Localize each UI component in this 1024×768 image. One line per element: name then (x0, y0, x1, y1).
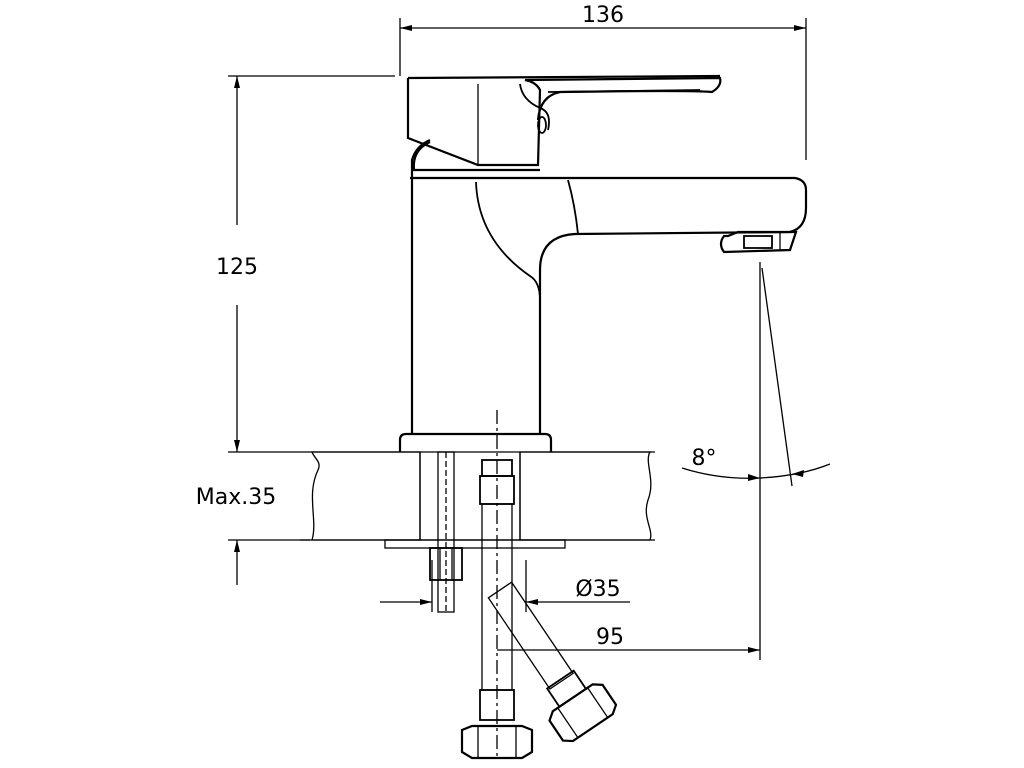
height-dimension: 125 (216, 75, 395, 453)
width-dimension: 136 (399, 3, 807, 160)
hole-diameter-label: Ø35 (575, 577, 620, 602)
faucet-body (398, 138, 808, 452)
reach-label: 95 (596, 625, 624, 650)
supply-hoses (460, 459, 618, 760)
max-thickness-dimension: Max.35 (196, 485, 310, 585)
hole-diameter-dimension: Ø35 (380, 560, 630, 612)
height-label: 125 (216, 255, 258, 280)
reach-dimension: 95 (497, 262, 761, 660)
angle-label: 8° (692, 446, 717, 471)
faucet-handle (406, 74, 722, 167)
countertop-section (300, 451, 655, 549)
width-label: 136 (582, 3, 624, 28)
max-thickness-label: Max.35 (196, 485, 276, 510)
mounting-stud (429, 451, 463, 613)
angle-dimension: 8° (681, 267, 831, 487)
